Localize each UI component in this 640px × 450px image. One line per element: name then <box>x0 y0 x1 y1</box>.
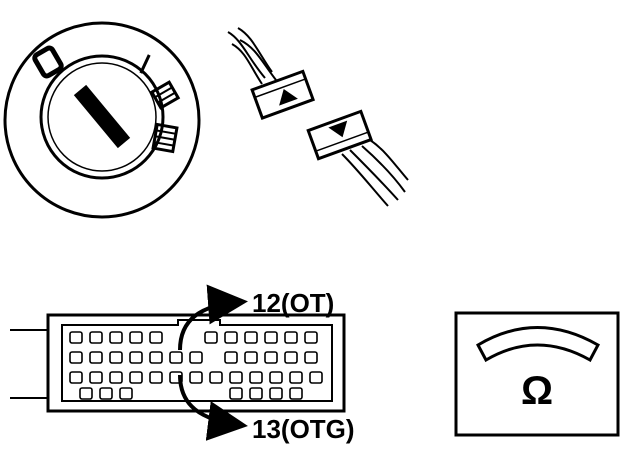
connector-pin <box>89 331 103 344</box>
connector-pin <box>149 331 163 344</box>
connector-pin <box>79 387 93 400</box>
connector-pin <box>109 331 123 344</box>
connector-pin <box>304 331 318 344</box>
connector-disconnect-icon <box>227 27 409 207</box>
connector-pin <box>284 351 298 364</box>
connector-pin <box>69 331 83 344</box>
ecu-connector-icon <box>10 313 346 413</box>
position-mark-1 <box>139 54 151 74</box>
connector-pin <box>209 371 223 384</box>
pin-label-bottom: 13(OTG) <box>252 414 355 444</box>
position-mark-0 <box>32 45 64 79</box>
connector-pin <box>309 371 323 384</box>
connector-pin <box>224 351 238 364</box>
connector-pin <box>89 371 103 384</box>
connector-pin <box>129 331 143 344</box>
connector-pin <box>129 371 143 384</box>
connector-pin <box>284 331 298 344</box>
connector-pin <box>269 371 283 384</box>
position-mark-3 <box>151 122 179 154</box>
connector-pin <box>289 387 303 400</box>
connector-pin <box>249 387 263 400</box>
connector-pin <box>224 331 238 344</box>
connector-pin <box>109 371 123 384</box>
connector-pin <box>99 387 113 400</box>
position-mark-2 <box>149 80 181 110</box>
ohm-symbol: Ω <box>521 369 553 413</box>
connector-pin <box>264 331 278 344</box>
connector-pin <box>169 351 183 364</box>
ignition-switch-icon <box>3 21 201 219</box>
connector-pin <box>289 371 303 384</box>
pin-callout-top <box>178 284 248 351</box>
connector-pin <box>149 371 163 384</box>
connector-pin <box>304 351 318 364</box>
connector-pin <box>204 331 218 344</box>
ohmmeter-icon: Ω <box>454 311 620 437</box>
connector-pin <box>109 351 123 364</box>
connector-pin <box>149 351 163 364</box>
connector-pin <box>244 331 258 344</box>
connector-pin <box>249 371 263 384</box>
connector-pin <box>69 371 83 384</box>
pin-callout-bottom <box>178 374 248 441</box>
pin-label-top: 12(OT) <box>252 288 334 318</box>
connector-pin <box>189 351 203 364</box>
connector-pin <box>269 387 283 400</box>
connector-pin <box>189 371 203 384</box>
connector-pin <box>69 351 83 364</box>
connector-pin <box>264 351 278 364</box>
connector-pin <box>89 351 103 364</box>
connector-pin <box>244 351 258 364</box>
connector-pin <box>129 351 143 364</box>
connector-pin <box>229 387 243 400</box>
connector-pin <box>229 371 243 384</box>
connector-pin <box>119 387 133 400</box>
